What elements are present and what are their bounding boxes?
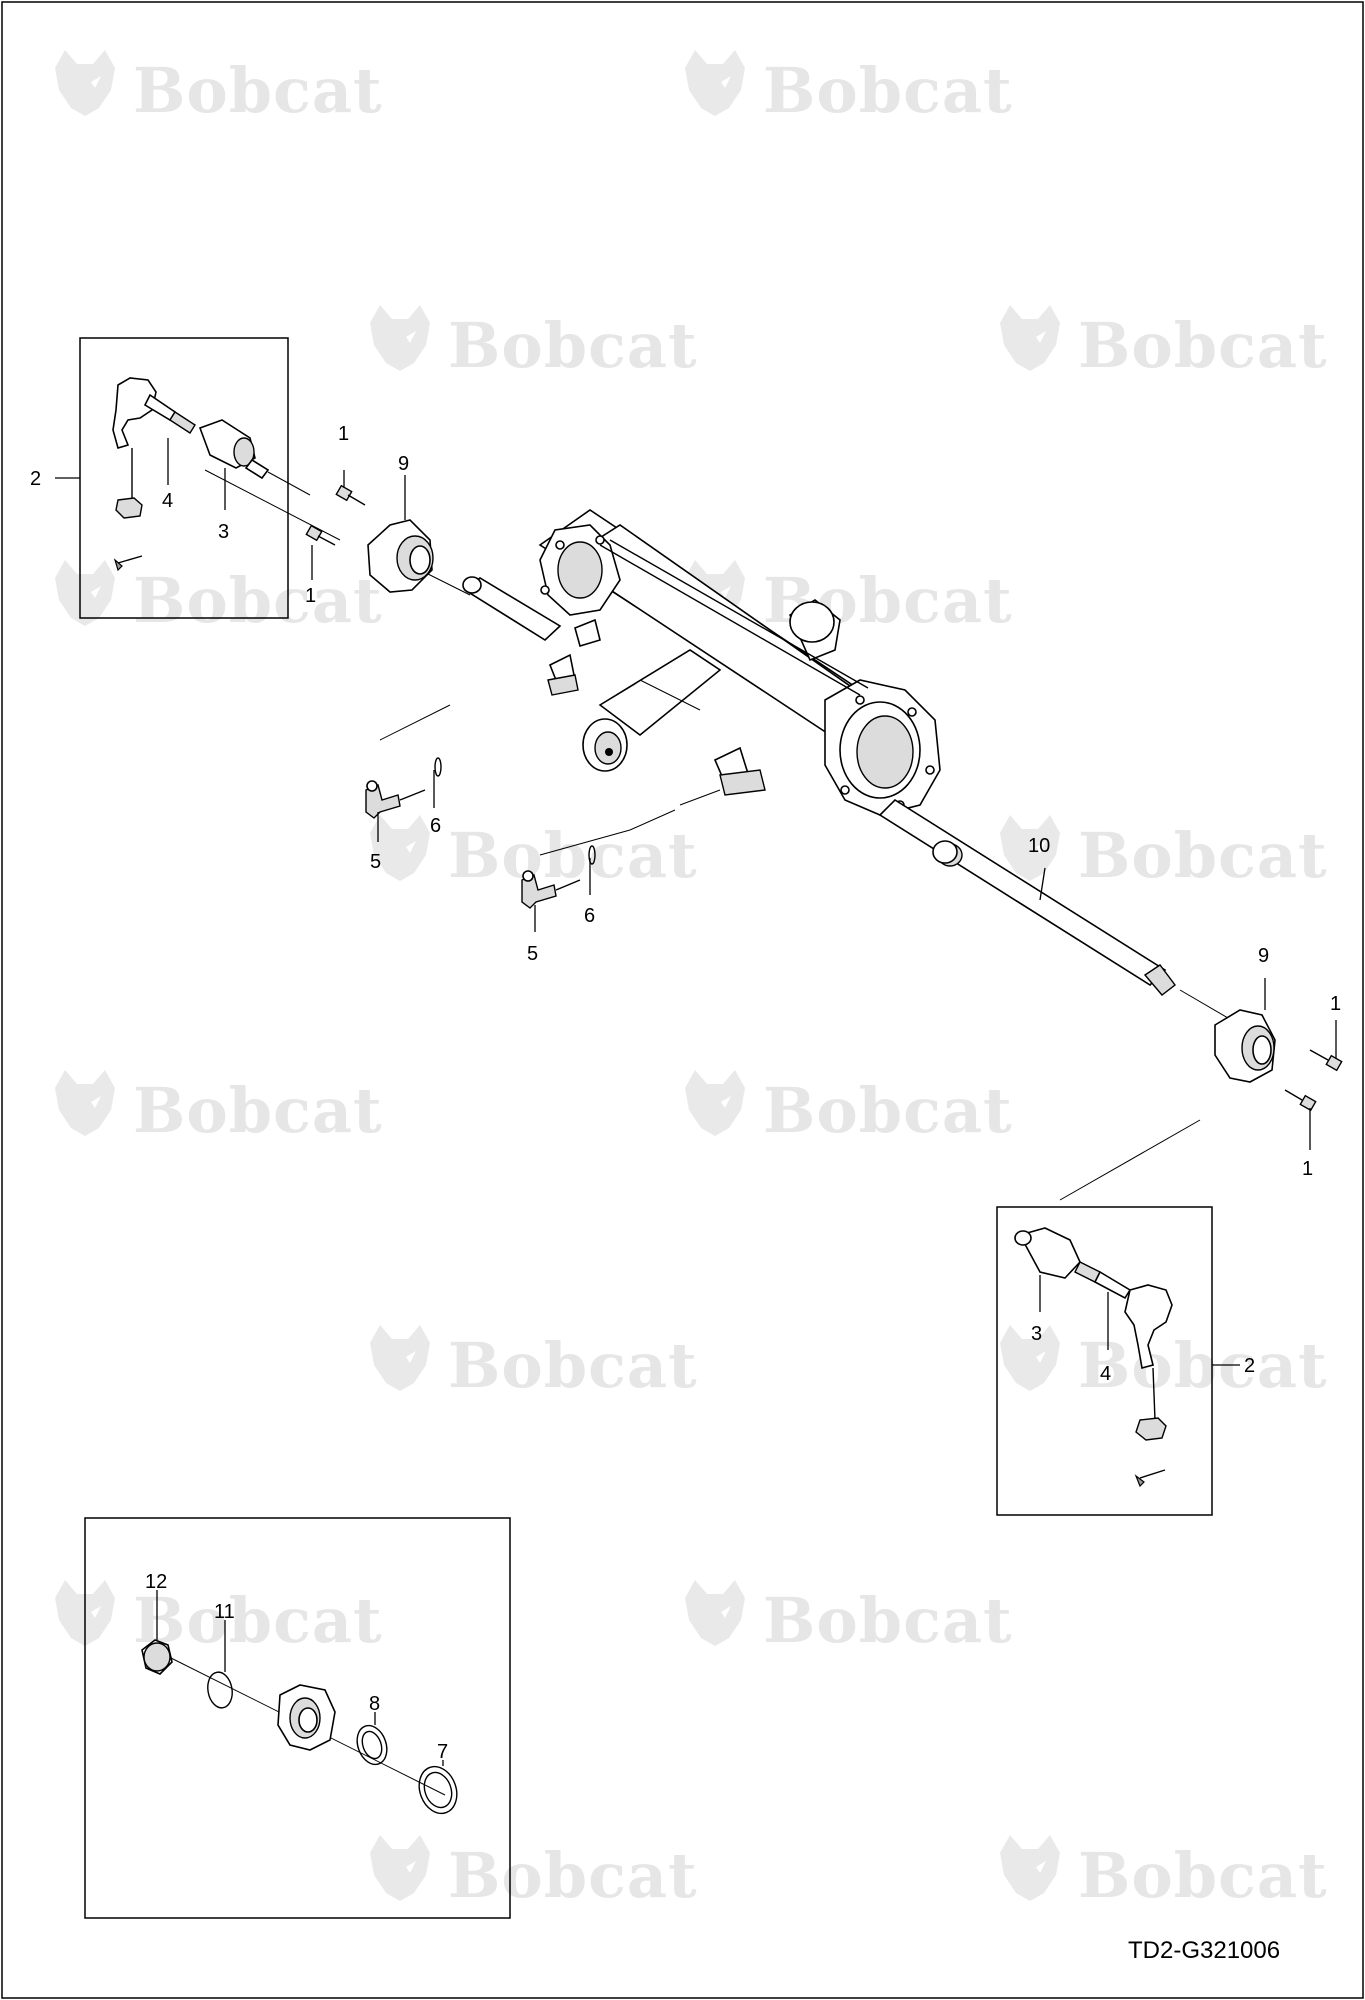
watermark-tile: Bobcat® — [370, 1835, 698, 1912]
watermark-brand: Bobcat — [763, 1584, 1013, 1657]
callout-10: 10 — [1028, 835, 1050, 857]
watermark-brand: Bobcat — [763, 54, 1013, 127]
callout-1-top: 1 — [338, 423, 349, 445]
callout-2-left: 2 — [30, 468, 41, 490]
watermark-brand: Bobcat — [133, 1584, 383, 1657]
watermark-tile: Bobcat® — [370, 305, 698, 382]
watermark-brand: Bobcat — [1078, 819, 1328, 892]
watermark-brand: Bobcat — [1078, 1329, 1328, 1402]
watermark-tile: Bobcat® — [55, 560, 383, 637]
watermark-tile: Bobcat® — [1000, 305, 1328, 382]
watermark-tile: Bobcat® — [1000, 1835, 1328, 1912]
watermark-registered: ® — [652, 1376, 661, 1390]
watermark-brand: Bobcat — [448, 1329, 698, 1402]
watermark-tile: Bobcat® — [370, 1325, 698, 1402]
steering-rod — [462, 576, 1176, 996]
watermark-layer: Bobcat®Bobcat®Bobcat®Bobcat®Bobcat®Bobca… — [55, 50, 1328, 1912]
bobcat-head-icon — [55, 1070, 115, 1136]
watermark-registered: ® — [337, 101, 346, 115]
watermark-registered: ® — [652, 356, 661, 370]
callout-5-lower: 5 — [527, 943, 538, 965]
watermark-registered: ® — [967, 611, 976, 625]
axle-housing — [538, 509, 941, 816]
watermark-brand: Bobcat — [133, 564, 383, 637]
callout-7: 7 — [437, 1741, 448, 1763]
drawing-code: TD2-G321006 — [1128, 1937, 1280, 1964]
callout-11: 11 — [214, 1601, 235, 1623]
watermark-registered: ® — [1282, 1886, 1291, 1900]
callout-2-right: 2 — [1244, 1355, 1255, 1377]
bobcat-head-icon — [55, 50, 115, 116]
callout-3-left: 3 — [218, 521, 229, 543]
watermark-registered: ® — [967, 101, 976, 115]
watermark-registered: ® — [337, 1121, 346, 1135]
watermark-tile: Bobcat® — [1000, 1325, 1328, 1402]
watermark-registered: ® — [652, 866, 661, 880]
callout-12: 12 — [145, 1571, 167, 1593]
watermark-tile: Bobcat® — [685, 1070, 1013, 1147]
seal-housing-right — [1214, 1009, 1276, 1083]
callout-labels: 2 4 3 1 9 1 6 5 10 6 5 9 1 1 3 4 2 12 11… — [30, 423, 1341, 1763]
bobcat-head-icon — [55, 560, 115, 626]
callout-1-right-top: 1 — [1330, 993, 1341, 1015]
tie-rod-inset-left — [79, 337, 311, 619]
bobcat-head-icon — [1000, 305, 1060, 371]
fittings — [365, 757, 596, 909]
watermark-brand: Bobcat — [763, 1074, 1013, 1147]
bobcat-head-icon — [685, 50, 745, 116]
callout-6-lower: 6 — [584, 905, 595, 927]
watermark-brand: Bobcat — [448, 309, 698, 382]
seal-kit-inset — [84, 1517, 511, 1919]
bobcat-head-icon — [1000, 1325, 1060, 1391]
watermark-registered: ® — [1282, 866, 1291, 880]
watermark-brand: Bobcat — [448, 819, 698, 892]
watermark-brand: Bobcat — [133, 1074, 383, 1147]
callout-4-right: 4 — [1100, 1363, 1111, 1385]
watermark-tile: Bobcat® — [370, 815, 698, 892]
callout-1-right-bottom: 1 — [1302, 1158, 1313, 1180]
leader-lines — [55, 438, 1337, 1766]
callout-1-left: 1 — [305, 585, 316, 607]
watermark-brand: Bobcat — [1078, 1839, 1328, 1912]
bobcat-head-icon — [370, 1835, 430, 1901]
watermark-registered: ® — [1282, 356, 1291, 370]
bobcat-head-icon — [1000, 1835, 1060, 1901]
watermark-brand: Bobcat — [1078, 309, 1328, 382]
seal-housing-left — [367, 519, 434, 593]
watermark-tile: Bobcat® — [55, 1580, 383, 1657]
bobcat-head-icon — [370, 1325, 430, 1391]
watermark-tile: Bobcat® — [685, 50, 1013, 127]
watermark-registered: ® — [967, 1121, 976, 1135]
watermark-registered: ® — [652, 1886, 661, 1900]
watermark-registered: ® — [337, 611, 346, 625]
bolts — [305, 484, 1343, 1112]
watermark-brand: Bobcat — [448, 1839, 698, 1912]
callout-4-left: 4 — [162, 490, 173, 512]
callout-9-right: 9 — [1258, 945, 1269, 967]
callout-5-upper: 5 — [370, 851, 381, 873]
callout-9-left: 9 — [398, 453, 409, 475]
watermark-tile: Bobcat® — [55, 50, 383, 127]
watermark-brand: Bobcat — [133, 54, 383, 127]
callout-3-right: 3 — [1031, 1323, 1042, 1345]
callout-6-upper: 6 — [430, 815, 441, 837]
watermark-registered: ® — [967, 1631, 976, 1645]
watermark-tile: Bobcat® — [1000, 815, 1328, 892]
watermark-registered: ® — [337, 1631, 346, 1645]
watermark-registered: ® — [1282, 1376, 1291, 1390]
watermark-tile: Bobcat® — [685, 1580, 1013, 1657]
watermark-tile: Bobcat® — [55, 1070, 383, 1147]
bobcat-head-icon — [685, 1580, 745, 1646]
bobcat-head-icon — [370, 305, 430, 371]
bobcat-head-icon — [685, 1070, 745, 1136]
callout-8: 8 — [369, 1693, 380, 1715]
tie-rod-inset-right — [996, 1206, 1213, 1516]
